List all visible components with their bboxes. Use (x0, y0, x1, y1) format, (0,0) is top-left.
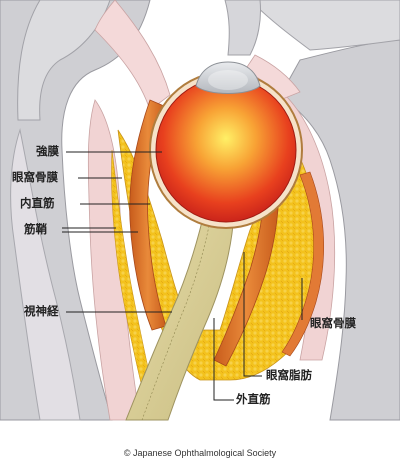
label-orbital-fat: 眼窩脂肪 (266, 368, 312, 382)
label-optic-nerve: 視神経 (24, 304, 59, 318)
label-periorbita-right: 眼窩骨膜 (310, 316, 356, 330)
leader-lines (62, 151, 303, 401)
copyright-notice: © Japanese Ophthalmological Society (123, 448, 277, 458)
orbital-bone (0, 0, 400, 421)
optic-nerve (125, 204, 235, 421)
label-sclera: 強膜 (36, 144, 59, 158)
soft-tissue (87, 0, 336, 421)
label-medial-rectus: 内直筋 (20, 196, 55, 210)
label-muscle-sheath: 筋鞘 (24, 222, 47, 236)
medial-rectus-muscle (129, 99, 167, 331)
cornea (195, 61, 261, 94)
label-periorbita-left: 眼窩骨膜 (12, 170, 58, 184)
label-lateral-rectus: 外直筋 (236, 392, 271, 406)
eyeball (155, 77, 297, 223)
